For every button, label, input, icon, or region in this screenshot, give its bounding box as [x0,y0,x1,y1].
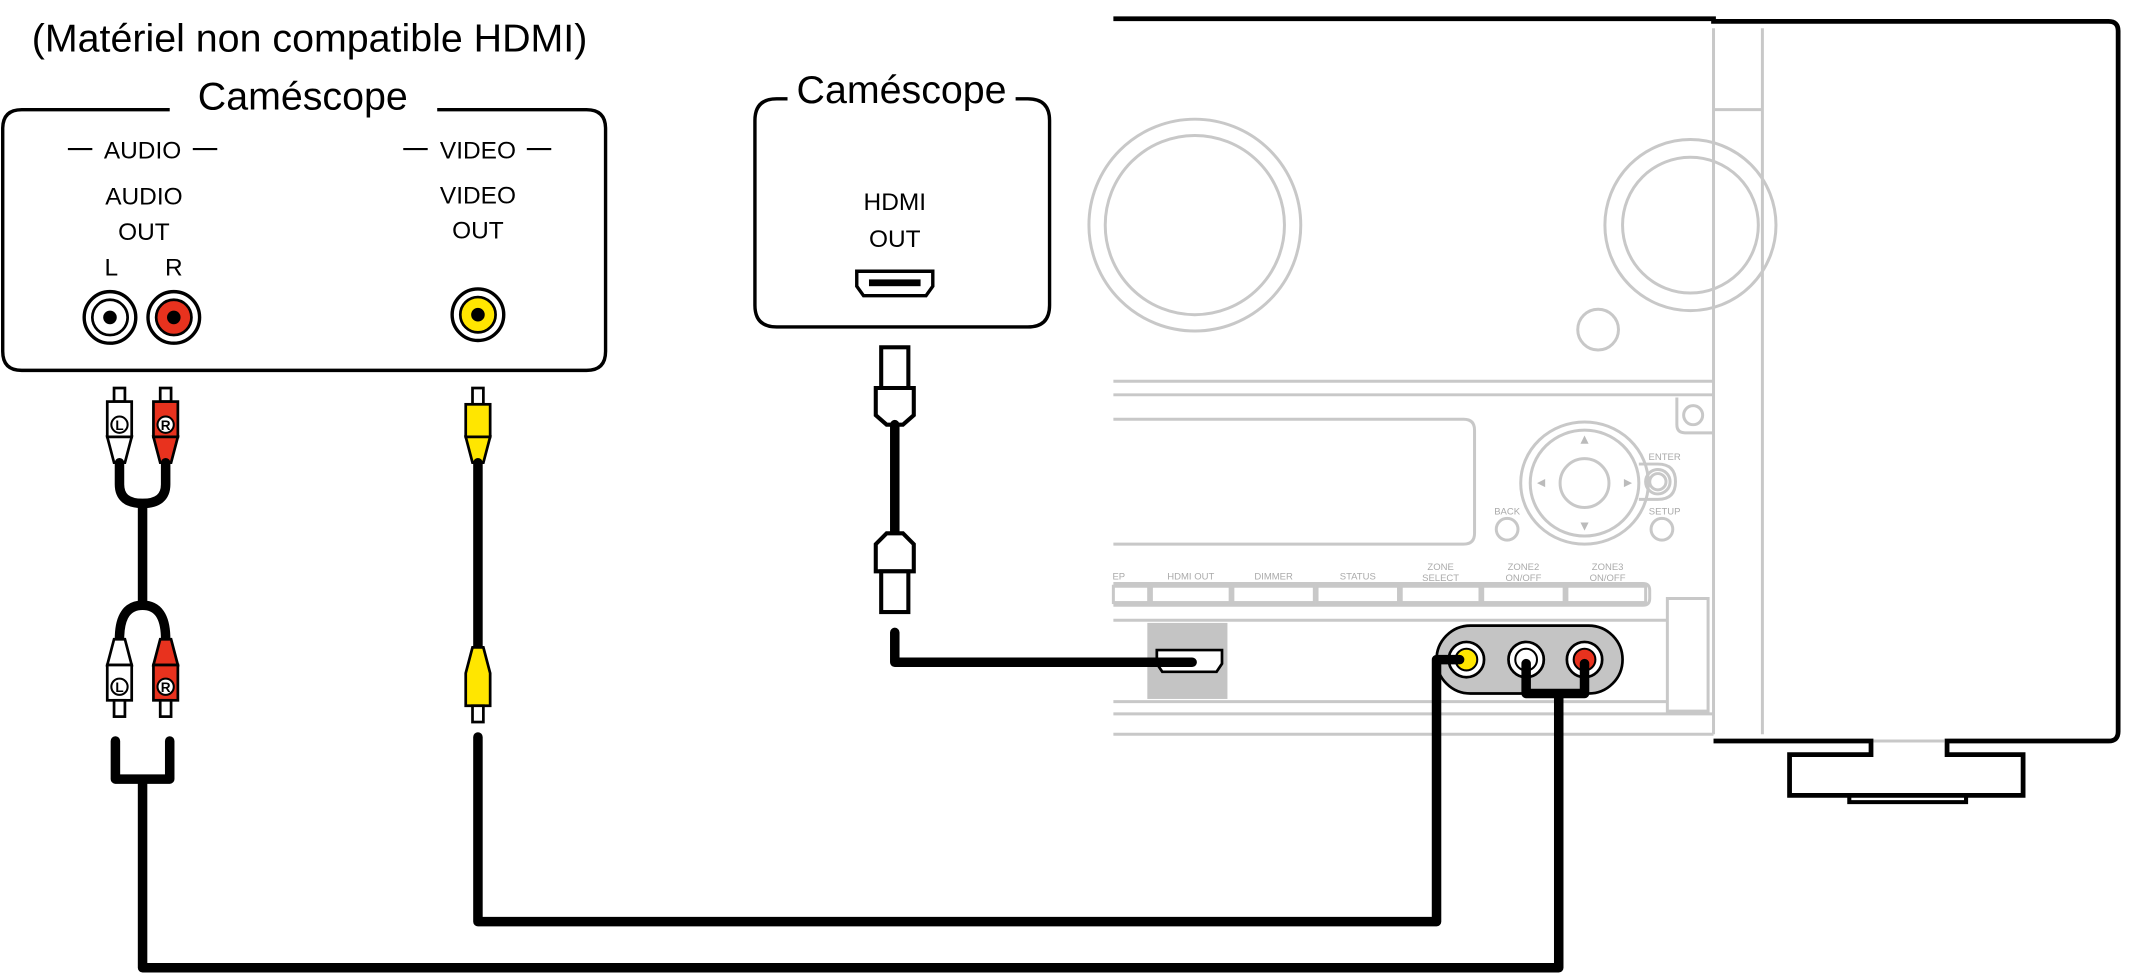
hdmi-out-label-2: OUT [869,226,921,253]
zone-select-label: ZONE [1427,562,1453,573]
audio-out-r-jack[interactable] [146,289,202,345]
plug-r-label: R [161,418,171,433]
audio-out-label: AUDIO [105,184,182,211]
dimmer-button-label: DIMMER [1254,571,1293,582]
zone-select-label-2: SELECT [1422,573,1459,584]
non-hdmi-note: (Matériel non compatible HDMI) [32,16,588,60]
plug-l-label: L [115,418,123,433]
hdmi-camcorder-title: Caméscope [797,68,1007,112]
hdmi-cable [873,345,1197,668]
hdmi-out-label: HDMI [864,189,926,216]
zone2-label: ZONE2 [1508,562,1540,573]
zone2-label-2: ON/OFF [1505,573,1541,584]
button-label: EP [1112,571,1125,582]
audio-out-l-jack[interactable] [82,289,138,345]
audio-group-label: AUDIO [104,138,181,165]
video-group-label: VIDEO [440,138,516,165]
hdmi-camcorder-box [753,97,1052,329]
audio-out-label-2: OUT [118,219,170,246]
enter-label: ENTER [1649,452,1681,463]
analog-camcorder-title: Caméscope [198,75,408,119]
audio-cable: L R L R [105,386,1590,973]
setup-label: SETUP [1649,506,1681,517]
video-out-jack[interactable] [450,287,506,343]
zone3-label-2: ON/OFF [1590,573,1626,584]
zone3-label: ZONE3 [1592,562,1624,573]
left-channel-label: L [105,254,119,281]
analog-camcorder-box [1,107,608,373]
back-label: BACK [1494,506,1521,517]
av-receiver: EP HDMI OUT DIMMER STATUS ZONE SELECT ZO… [1087,16,2121,805]
video-out-label-2: OUT [452,218,504,245]
video-out-label: VIDEO [440,182,516,209]
right-channel-label: R [165,254,183,281]
status-button-label: STATUS [1340,571,1376,582]
hdmi-out-button-label: HDMI OUT [1167,571,1214,582]
plug-l-label-2: L [115,680,123,695]
plug-r-label-2: R [161,680,171,695]
video-cable [463,386,1465,927]
